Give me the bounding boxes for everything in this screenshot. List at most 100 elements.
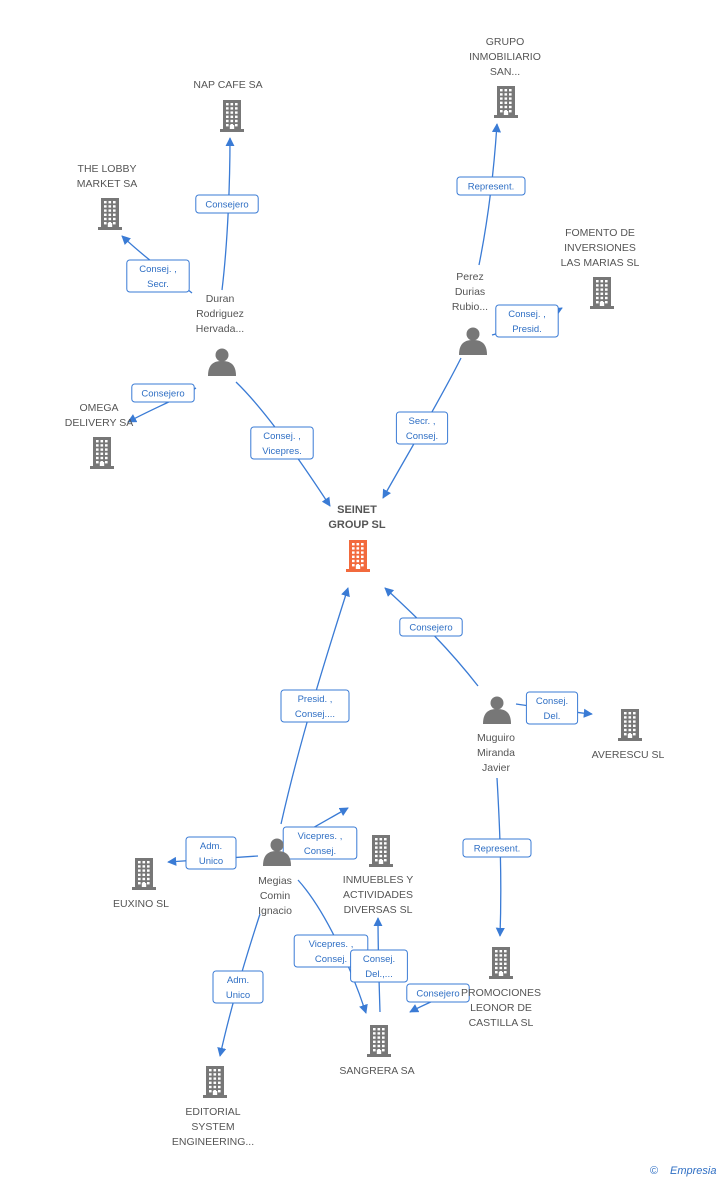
building-icon — [98, 198, 122, 230]
node-label: SAN... — [490, 66, 520, 78]
edge-label-megias-seinet: Presid. , Consej.... — [280, 689, 350, 723]
edge-label-text: Consej. — [304, 846, 336, 857]
edge-label-duran-napcafe: Consejero — [195, 194, 259, 214]
node-label: PROMOCIONES — [461, 987, 541, 999]
edge-label-duran-seinet: Consej. , Vicepres. — [250, 426, 314, 460]
edge-label-text: Secr. — [147, 279, 169, 290]
edge-label-text: Consej.... — [295, 709, 335, 720]
node-label: MARKET SA — [77, 178, 138, 190]
node-perez[interactable]: PerezDuriasRubio... — [452, 271, 488, 355]
edge-label-text: Consej. — [406, 431, 438, 442]
person-icon — [459, 327, 487, 355]
nodes-layer: SEINET GROUP SL NAP CAFE SA THE LOBBYMARKET… — [65, 36, 665, 1148]
edge-label-duran-omega: Consejero — [131, 383, 195, 403]
node-grupo[interactable]: GRUPO INMOBILIARIO SAN... — [469, 36, 541, 118]
node-label: Miranda — [477, 747, 515, 759]
edge-label-text: Consejero — [416, 989, 459, 1000]
building-icon — [132, 858, 156, 890]
edge-label-megias-editorial: Adm.Unico — [212, 970, 264, 1004]
edge-label-perez-seinet: Secr. , Consej. — [395, 411, 449, 445]
edge-label-text: Consejero — [141, 389, 184, 400]
node-label: Javier — [482, 762, 511, 774]
edge-label-text: Unico — [199, 856, 223, 867]
node-label: ENGINEERING... — [172, 1136, 254, 1148]
edge-label-text: Adm. — [200, 841, 222, 852]
edge-label-text: Consej. — [315, 954, 347, 965]
person-icon — [208, 348, 236, 376]
node-label: DELIVERY SA — [65, 417, 133, 429]
node-label: Duran — [206, 293, 235, 305]
edge-label-text: Consej. , — [263, 431, 301, 442]
node-label: EDITORIAL — [185, 1106, 240, 1118]
node-duran[interactable]: DuranRodriguezHervada... — [196, 293, 244, 376]
edge-label-text: Vicepres. — [262, 446, 301, 457]
node-label: OMEGA — [79, 402, 118, 414]
node-label: SEINET — [337, 504, 377, 516]
node-sangrera[interactable]: SANGRERA SA — [339, 1025, 415, 1077]
copyright-icon: © — [650, 1165, 658, 1177]
node-label: INMOBILIARIO — [469, 51, 541, 63]
node-label: Muguiro — [477, 732, 515, 744]
node-editorial[interactable]: EDITORIAL SYSTEM ENGINEERING... — [172, 1066, 254, 1148]
node-label: Hervada... — [196, 323, 244, 335]
edge-label-text: Consej. — [363, 954, 395, 965]
edge-label-text: Presid. , — [298, 694, 333, 705]
edge-label-text: Vicepres. , — [309, 939, 354, 950]
building-icon — [90, 437, 114, 469]
node-euxino[interactable]: EUXINO SL — [113, 858, 169, 910]
edge-label-muguiro-seinet: Consejero — [399, 617, 463, 637]
edge-label-text: Consej. , — [508, 309, 546, 320]
node-label: CASTILLA SL — [469, 1017, 534, 1029]
building-icon — [220, 100, 244, 132]
building-icon — [346, 540, 370, 572]
node-label: Rubio... — [452, 301, 488, 313]
building-icon — [489, 947, 513, 979]
edge-label-text: Secr. , — [409, 416, 436, 427]
edge-label-sangrera-inmuebles: Consej. Del.,... — [350, 949, 408, 983]
edge-label-text: Represent. — [474, 844, 520, 855]
edge-label-text: Del.,... — [365, 969, 392, 980]
person-icon — [483, 696, 511, 724]
person-icon — [263, 838, 291, 866]
node-averescu[interactable]: AVERESCU SL — [592, 709, 665, 761]
edge-label-text: Presid. — [512, 324, 542, 335]
node-label: Rodriguez — [196, 308, 244, 320]
node-label: NAP CAFE SA — [193, 79, 262, 91]
node-label: AVERESCU SL — [592, 749, 665, 761]
node-label: Durias — [455, 286, 485, 298]
edge-label-text: Consejero — [409, 623, 452, 634]
node-label: FOMENTO DE — [565, 227, 635, 239]
node-label: SANGRERA SA — [339, 1065, 414, 1077]
brand-logo: Empresia — [670, 1165, 716, 1177]
edge-label-muguiro-averescu: Consej. Del. — [525, 691, 579, 725]
building-icon — [367, 1025, 391, 1057]
node-label: DIVERSAS SL — [344, 904, 413, 916]
edge-label-text: Adm. — [227, 975, 249, 986]
node-label: GRUPO — [486, 36, 525, 48]
edge-label-perez-grupo: Represent. — [456, 176, 526, 196]
node-label: GROUP SL — [328, 519, 386, 531]
edge-label-megias-euxino: Adm. Unico — [185, 836, 237, 870]
building-icon — [494, 86, 518, 118]
node-omega[interactable]: OMEGA DELIVERY SA — [65, 402, 133, 469]
building-icon — [618, 709, 642, 741]
edge-label-text: Del. — [544, 711, 561, 722]
building-icon — [590, 277, 614, 309]
node-label: INMUEBLES Y — [343, 874, 413, 886]
edge-label-text: Vicepres. , — [298, 831, 343, 842]
node-napcafe[interactable]: NAP CAFE SA — [193, 79, 263, 132]
node-label: INVERSIONES — [564, 242, 636, 254]
node-seinet[interactable]: SEINET GROUP SL — [328, 504, 386, 572]
edges-layer — [121, 123, 593, 1057]
edge-label-text: Consej. — [536, 696, 568, 707]
edge-muguiro-seinet — [384, 587, 479, 687]
node-label: SYSTEM — [191, 1121, 234, 1133]
